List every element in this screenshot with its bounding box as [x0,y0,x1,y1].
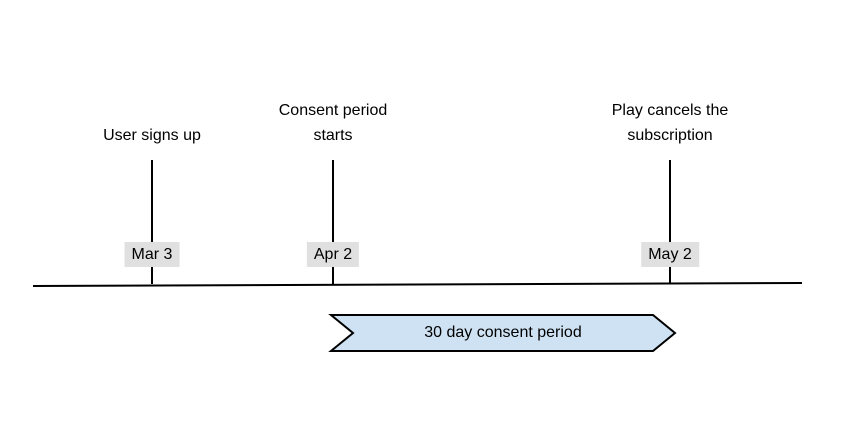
event-title: User signs up [103,127,201,144]
event-title: Play cancels the subscription [611,102,729,144]
event-tick-line [332,160,334,284]
event-date-badge: Apr 2 [306,242,360,267]
timeline-event-play-cancels: Play cancels the subscription May 2 [585,100,755,284]
timeline-event-user-signup: User signs up Mar 3 [67,100,237,284]
event-tick-line [151,160,153,284]
event-date-badge: Mar 3 [124,242,180,267]
event-tick-line [669,160,671,284]
event-title: Consent period starts [278,102,388,144]
timeline-axis-line [32,282,803,287]
timeline-event-consent-start: Consent period starts Apr 2 [248,100,418,284]
consent-period-arrow [328,314,677,352]
consent-period-label: 30 day consent period [424,324,582,341]
event-date-badge: May 2 [641,242,699,267]
